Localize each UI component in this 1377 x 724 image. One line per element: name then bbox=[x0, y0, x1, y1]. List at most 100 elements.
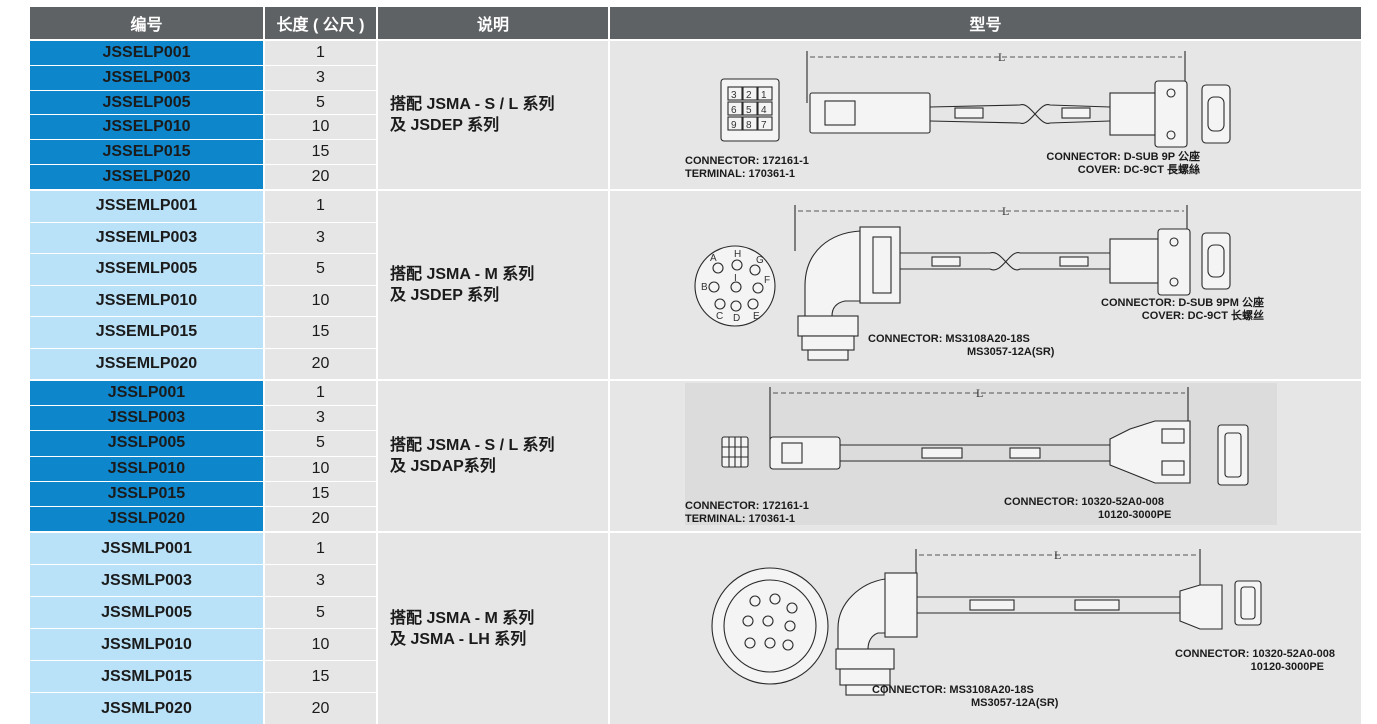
right-connector-label: CONNECTOR: D-SUB 9PM 公座 bbox=[1101, 295, 1264, 309]
length-cell: 10 bbox=[265, 629, 376, 660]
dimension-label: L bbox=[976, 386, 983, 400]
code-cell: JSSMLP015 bbox=[30, 661, 263, 692]
code-cell: JSSEMLP020 bbox=[30, 348, 263, 379]
pin-label: 9 bbox=[731, 120, 737, 131]
length-cell: 3 bbox=[265, 65, 376, 90]
description-line: 及 JSDEP 系列 bbox=[390, 117, 500, 134]
code-cell: JSSEMLP010 bbox=[30, 285, 263, 316]
left-connector-label: CONNECTOR: MS3108A20-18S bbox=[872, 684, 1034, 696]
dimension-label: L bbox=[998, 50, 1005, 64]
pin-label: G bbox=[756, 255, 764, 266]
pin-label: 6 bbox=[731, 105, 737, 116]
length-list-group-1: 1 3 5 10 15 20 bbox=[265, 41, 376, 189]
length-cell: 3 bbox=[265, 406, 376, 431]
pin-label: 5 bbox=[746, 105, 752, 116]
length-cell: 20 bbox=[265, 165, 376, 189]
pin-grid: 3 2 1 6 5 4 9 8 7 bbox=[727, 86, 773, 131]
left-connector-label: CONNECTOR: 172161-1 bbox=[685, 155, 809, 167]
pin-label: E bbox=[753, 311, 760, 322]
code-cell: JSSEMLP005 bbox=[30, 254, 263, 285]
code-cell: JSSMLP003 bbox=[30, 565, 263, 596]
left-connector-label: CONNECTOR: 172161-1 bbox=[685, 500, 809, 512]
code-cell: JSSELP015 bbox=[30, 140, 263, 165]
pin-label: C bbox=[716, 311, 723, 322]
length-cell: 10 bbox=[265, 115, 376, 140]
description-group-1: 搭配 JSMA - S / L 系列 及 JSDEP 系列 bbox=[378, 41, 608, 189]
length-cell: 1 bbox=[265, 191, 376, 222]
right-connector-label: CONNECTOR: 10320-52A0-008 bbox=[1175, 648, 1335, 660]
pin-label: B bbox=[701, 282, 708, 293]
code-cell: JSSMLP020 bbox=[30, 693, 263, 724]
length-cell: 10 bbox=[265, 285, 376, 316]
length-list-group-2: 1 3 5 10 15 20 bbox=[265, 191, 376, 379]
right-connector-label: CONNECTOR: 10320-52A0-008 bbox=[1004, 496, 1164, 508]
length-cell: 15 bbox=[265, 661, 376, 692]
length-cell: 5 bbox=[265, 90, 376, 115]
code-cell: JSSLP010 bbox=[30, 456, 263, 481]
length-cell: 15 bbox=[265, 481, 376, 506]
cable-drawing: L CONNECTOR: 172161-1 TERMINAL: 170361-1… bbox=[685, 383, 1277, 525]
pin-circle bbox=[742, 593, 798, 651]
length-cell: 5 bbox=[265, 431, 376, 456]
cable-diagram-group-1: L 3 2 1 6 5 4 9 8 7 bbox=[610, 41, 1361, 189]
code-cell: JSSMLP001 bbox=[30, 533, 263, 564]
cable-diagram-group-3: L CONNECTOR: 172161-1 TERMINAL: 170361-1… bbox=[610, 381, 1361, 531]
right-connector-label: CONNECTOR: D-SUB 9P 公座 bbox=[1046, 149, 1200, 163]
code-cell: JSSLP005 bbox=[30, 431, 263, 456]
pin-label: H bbox=[734, 249, 741, 260]
dimension-label: L bbox=[1054, 548, 1061, 562]
code-cell: JSSEMLP015 bbox=[30, 317, 263, 348]
code-cell: JSSMLP010 bbox=[30, 629, 263, 660]
code-cell: JSSEMLP001 bbox=[30, 191, 263, 222]
length-cell: 1 bbox=[265, 41, 376, 65]
code-cell: JSSMLP005 bbox=[30, 597, 263, 628]
cable-spec-table: 编号 长度 ( 公尺 ) 说明 型号 JSSELP001 JSSELP003 J… bbox=[30, 7, 1361, 724]
code-list-group-3: JSSLP001 JSSLP003 JSSLP005 JSSLP010 JSSL… bbox=[30, 381, 263, 532]
length-cell: 1 bbox=[265, 381, 376, 406]
code-list-group-1: JSSELP001 JSSELP003 JSSELP005 JSSELP010 … bbox=[30, 41, 263, 189]
right-part-label: 10120-3000PE bbox=[1251, 661, 1324, 673]
cable-drawing: L 3 2 1 6 5 4 9 8 7 bbox=[685, 50, 1231, 180]
length-cell: 20 bbox=[265, 506, 376, 532]
length-cell: 1 bbox=[265, 533, 376, 564]
description-line: 及 JSDAP系列 bbox=[390, 458, 496, 475]
length-cell: 5 bbox=[265, 597, 376, 628]
description-line: 及 JSMA - LH 系列 bbox=[390, 630, 527, 648]
left-terminal-label: TERMINAL: 170361-1 bbox=[685, 168, 795, 180]
length-list-group-4: 1 3 5 10 15 20 bbox=[265, 533, 376, 724]
code-cell: JSSLP001 bbox=[30, 381, 263, 406]
cable-drawing: L A H G B I F C D E bbox=[694, 204, 1264, 361]
code-cell: JSSELP003 bbox=[30, 65, 263, 90]
left-terminal-label: TERMINAL: 170361-1 bbox=[685, 513, 795, 525]
description-line: 搭配 JSMA - S / L 系列 bbox=[390, 437, 555, 454]
pin-label: 8 bbox=[746, 120, 752, 131]
pin-circle: A H G B I F C D E bbox=[701, 249, 770, 324]
code-cell: JSSLP003 bbox=[30, 406, 263, 431]
pin-label: F bbox=[764, 275, 770, 286]
left-connector-label: CONNECTOR: MS3108A20-18S bbox=[868, 333, 1030, 345]
length-cell: 15 bbox=[265, 317, 376, 348]
cable-drawing: L CONNECTOR: 10320-52A0-008 10120-3000PE… bbox=[711, 548, 1335, 709]
code-cell: JSSELP020 bbox=[30, 165, 263, 189]
description-group-4: 搭配 JSMA - M 系列 及 JSMA - LH 系列 bbox=[378, 533, 608, 724]
description-line: 及 JSDEP 系列 bbox=[390, 287, 500, 304]
code-cell: JSSELP001 bbox=[30, 41, 263, 65]
cable-diagram-group-2: L A H G B I F C D E bbox=[610, 191, 1361, 379]
description-group-3: 搭配 JSMA - S / L 系列 及 JSDAP系列 bbox=[378, 381, 608, 531]
code-cell: JSSLP020 bbox=[30, 506, 263, 532]
length-cell: 3 bbox=[265, 565, 376, 596]
left-cover-label: MS3057-12A(SR) bbox=[967, 346, 1055, 358]
header-model: 型号 bbox=[610, 7, 1361, 39]
length-cell: 3 bbox=[265, 222, 376, 253]
description-line: 搭配 JSMA - S / L 系列 bbox=[390, 96, 555, 113]
description-line: 搭配 JSMA - M 系列 bbox=[390, 266, 535, 283]
left-cover-label: MS3057-12A(SR) bbox=[971, 697, 1059, 709]
code-cell: JSSELP010 bbox=[30, 115, 263, 140]
length-cell: 20 bbox=[265, 348, 376, 379]
dimension-label: L bbox=[1002, 204, 1009, 218]
header-description: 说明 bbox=[378, 7, 608, 39]
pin-label: 7 bbox=[761, 120, 767, 131]
code-cell: JSSEMLP003 bbox=[30, 222, 263, 253]
header-length: 长度 ( 公尺 ) bbox=[265, 7, 376, 39]
code-cell: JSSLP015 bbox=[30, 481, 263, 506]
